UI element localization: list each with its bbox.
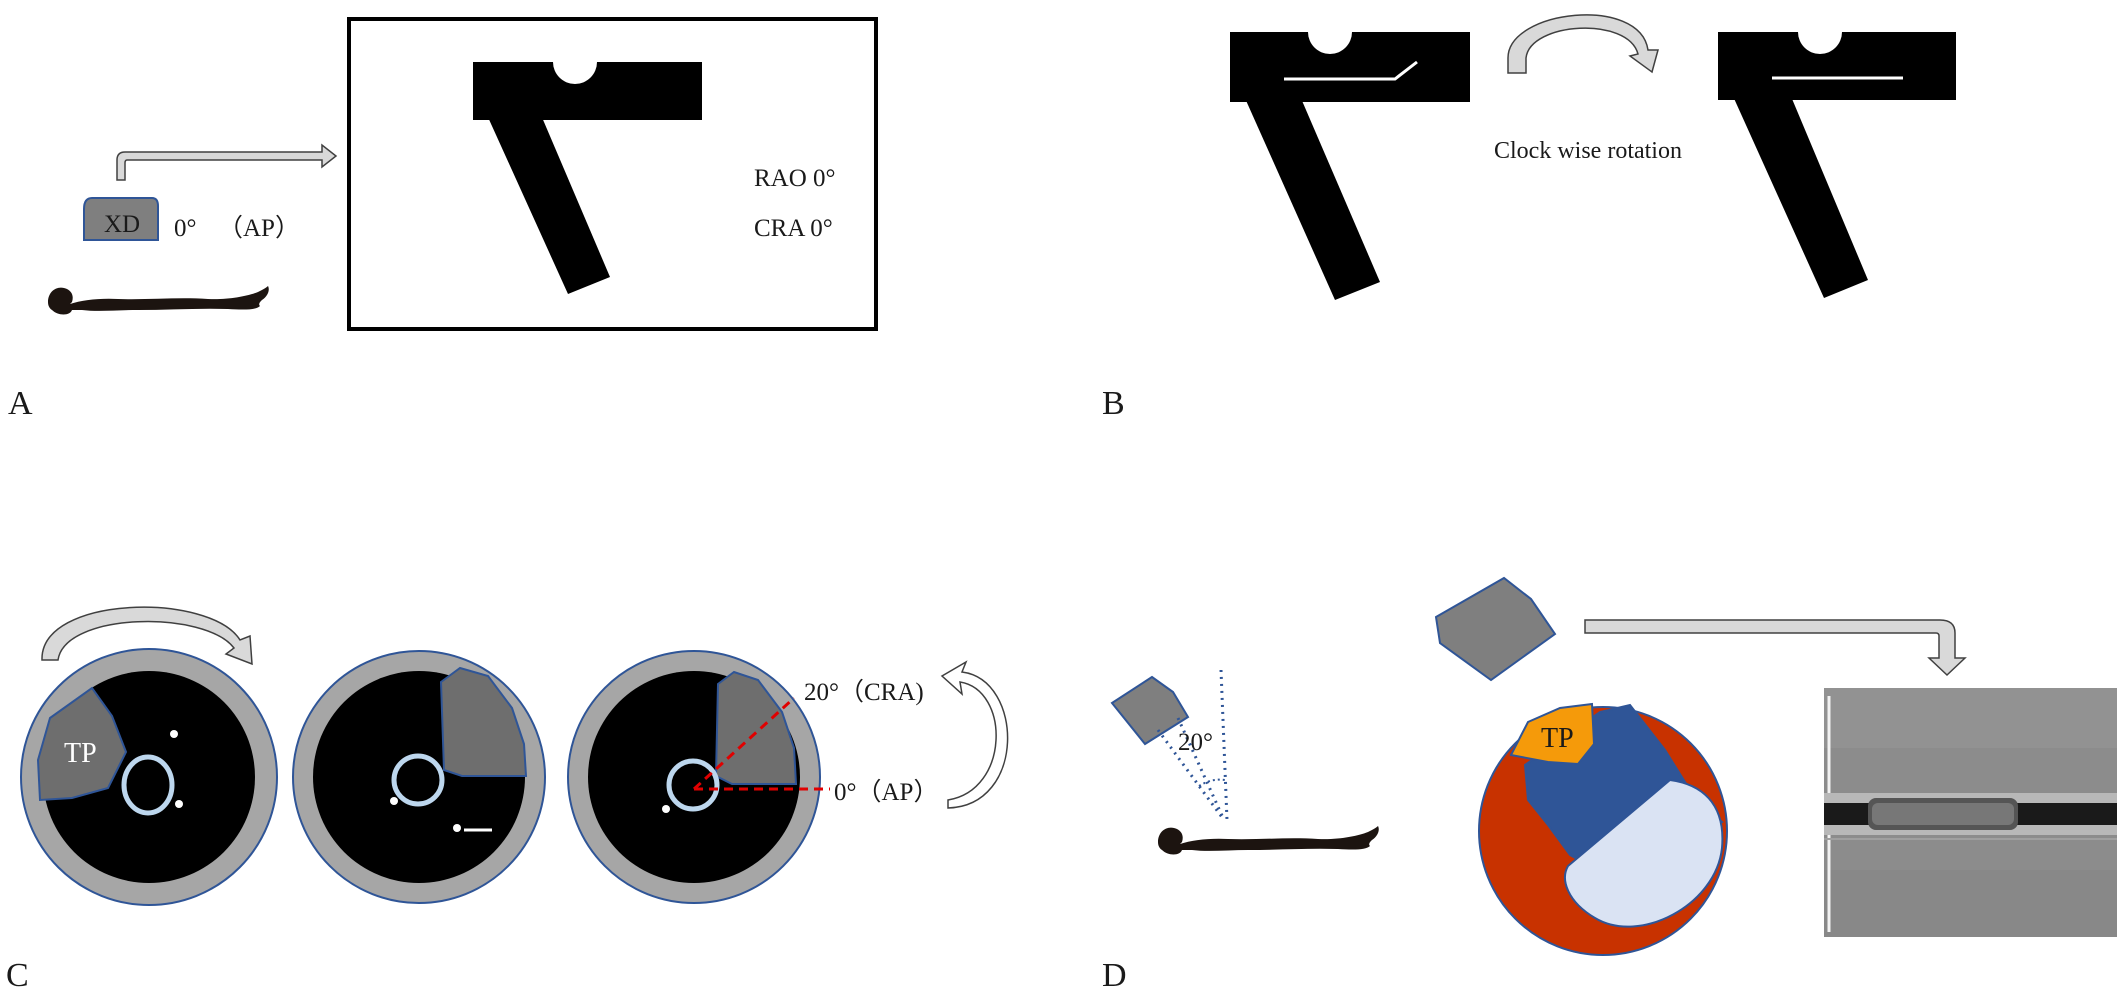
oct-cross-section-2 [292,650,546,904]
tilt-angle: 20° [1178,729,1213,756]
angle-rao: RAO 0° [754,165,836,192]
panel-letter-d: D [1102,957,1127,993]
angle-0-ap: 0°（AP） [834,778,938,806]
plaque [36,686,128,802]
cra-20-line [692,696,796,791]
tp-label: TP [64,738,97,769]
curved-arrow-icon [41,606,253,666]
catheter-ring [121,754,175,816]
curved-arrow-icon [940,660,1009,809]
detector-label: XD [104,211,140,238]
panel-c: TP 20°（CRA) 0°（AP） C [6,606,1009,993]
angle-cra: CRA 0° [754,215,833,242]
curved-arrow-icon [1584,619,1967,677]
x-ray-detector-icon [83,197,159,241]
lumen-region [1564,778,1724,928]
x-ray-detector-icon [1110,675,1190,746]
supine-patient-icon [1158,826,1379,855]
tp-label: TP [1541,723,1574,754]
stent-after-rotation [1718,32,1956,298]
plaque [714,670,798,785]
oct-cross-section-3 [567,650,830,904]
panel-b: Clock wise rotation B [1102,14,1956,422]
catheter-ring [666,758,720,812]
vertical-reference-line [1219,669,1229,821]
detector-view: （AP） [218,214,300,242]
panel-letter-c: C [6,957,29,993]
x-ray-detector-icon [1434,576,1557,682]
panel-d: 20° TP D [1102,576,2117,993]
curved-arrow-icon [1507,14,1659,74]
tp-region [1509,702,1596,766]
panel-letter-b: B [1102,385,1125,422]
stent-bifurcation [473,62,702,294]
rotation-label: Clock wise rotation [1494,138,1682,164]
supine-patient-icon [48,286,269,315]
angle-20-cra: 20°（CRA) [804,678,924,706]
oct-cross-section-1: TP [20,648,278,906]
panel-a: XD 0° （AP） RAO 0° CRA 0° A [8,17,878,422]
angiogram-image [1824,688,2117,937]
curved-arrow-icon [116,143,338,181]
angle-arc [1198,778,1226,787]
plaque [439,666,528,777]
detector-angle: 0° [174,215,197,242]
stent-before-rotation [1230,32,1470,300]
oct-colored-cross-section: TP [1478,702,1728,956]
catheter-ring [391,753,445,807]
panel-letter-a: A [8,385,33,422]
